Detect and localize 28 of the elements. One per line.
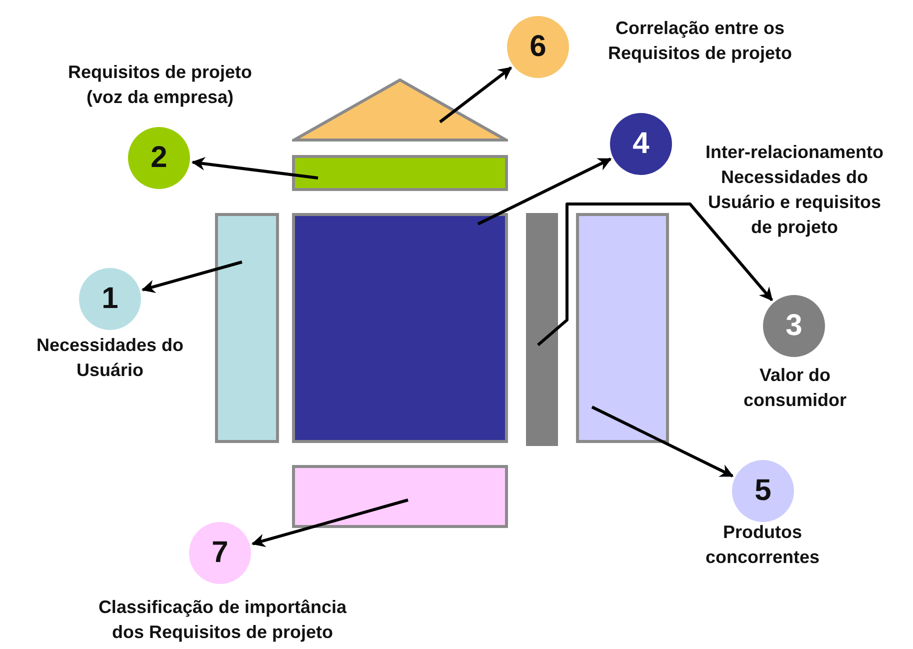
arrow xyxy=(477,158,612,226)
caption-text: Necessidades do Usuário xyxy=(35,334,185,382)
number-circle: 1 xyxy=(79,268,141,330)
bar-shape xyxy=(215,213,279,443)
arrow xyxy=(141,260,242,294)
bar-shape xyxy=(292,465,508,528)
number-circle: 6 xyxy=(507,16,569,78)
arrow xyxy=(191,157,318,180)
arrow xyxy=(591,406,734,478)
arrow xyxy=(251,498,408,547)
caption-text: Inter-relacionamento Necessidades do Usuário e requisitos de projeto xyxy=(704,141,885,239)
arrow xyxy=(439,66,512,124)
bar-shape xyxy=(576,213,669,443)
number-circle: 3 xyxy=(763,295,825,357)
bar-shape xyxy=(292,155,508,191)
caption-text: Correlação entre os Requisitos de projeto xyxy=(606,17,794,65)
caption-text: Produtos concorrentes xyxy=(704,521,821,569)
roof-triangle xyxy=(292,78,508,142)
arrow xyxy=(537,202,774,346)
caption-text: Requisitos de projeto (voz da empresa) xyxy=(66,61,254,109)
caption-text: Valor do consumidor xyxy=(742,364,848,412)
number-circle: 4 xyxy=(610,113,672,175)
number-circle: 5 xyxy=(732,460,794,522)
number-circle: 2 xyxy=(128,127,190,189)
number-circle: 7 xyxy=(189,522,251,584)
bar-shape xyxy=(526,213,558,446)
caption-text: Classificação de importância dos Requisitos de projeto xyxy=(97,596,348,644)
matrix-square xyxy=(292,213,508,443)
